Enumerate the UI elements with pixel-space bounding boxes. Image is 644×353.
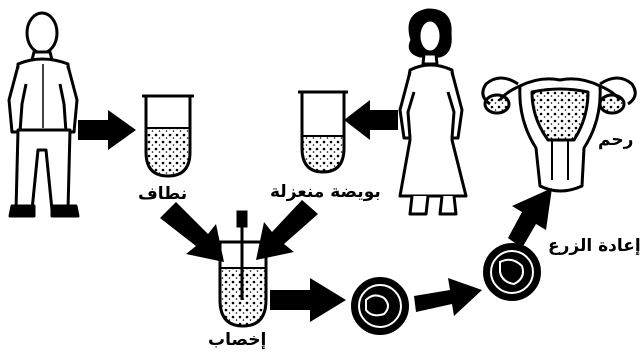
- arrow-sperm-to-fertilization: [160, 202, 224, 262]
- fertilization-tube-icon: [216, 212, 270, 326]
- arrow-dish-to-dish: [414, 278, 482, 316]
- woman-icon: [400, 10, 466, 214]
- man-icon: [9, 13, 78, 216]
- label-sperm: نطاف: [138, 184, 187, 204]
- arrow-woman-to-egg: [344, 100, 398, 140]
- arrow-dish-to-uterus: [508, 188, 552, 248]
- label-fertilization: إخصاب: [208, 330, 266, 350]
- label-uterus: رحم: [598, 130, 633, 150]
- petri-dish-2-icon: [484, 244, 540, 300]
- label-isolated-egg: بويضة منعزلة: [270, 182, 381, 202]
- sperm-tube-icon: [142, 96, 194, 176]
- petri-dish-1-icon: [352, 278, 408, 334]
- egg-tube-icon: [298, 92, 348, 172]
- arrow-egg-to-fertilization: [256, 200, 318, 260]
- arrow-man-to-sperm: [78, 110, 136, 150]
- label-reimplantation: إعادة الزرع: [548, 236, 641, 256]
- arrow-fertilization-to-dish: [270, 278, 346, 322]
